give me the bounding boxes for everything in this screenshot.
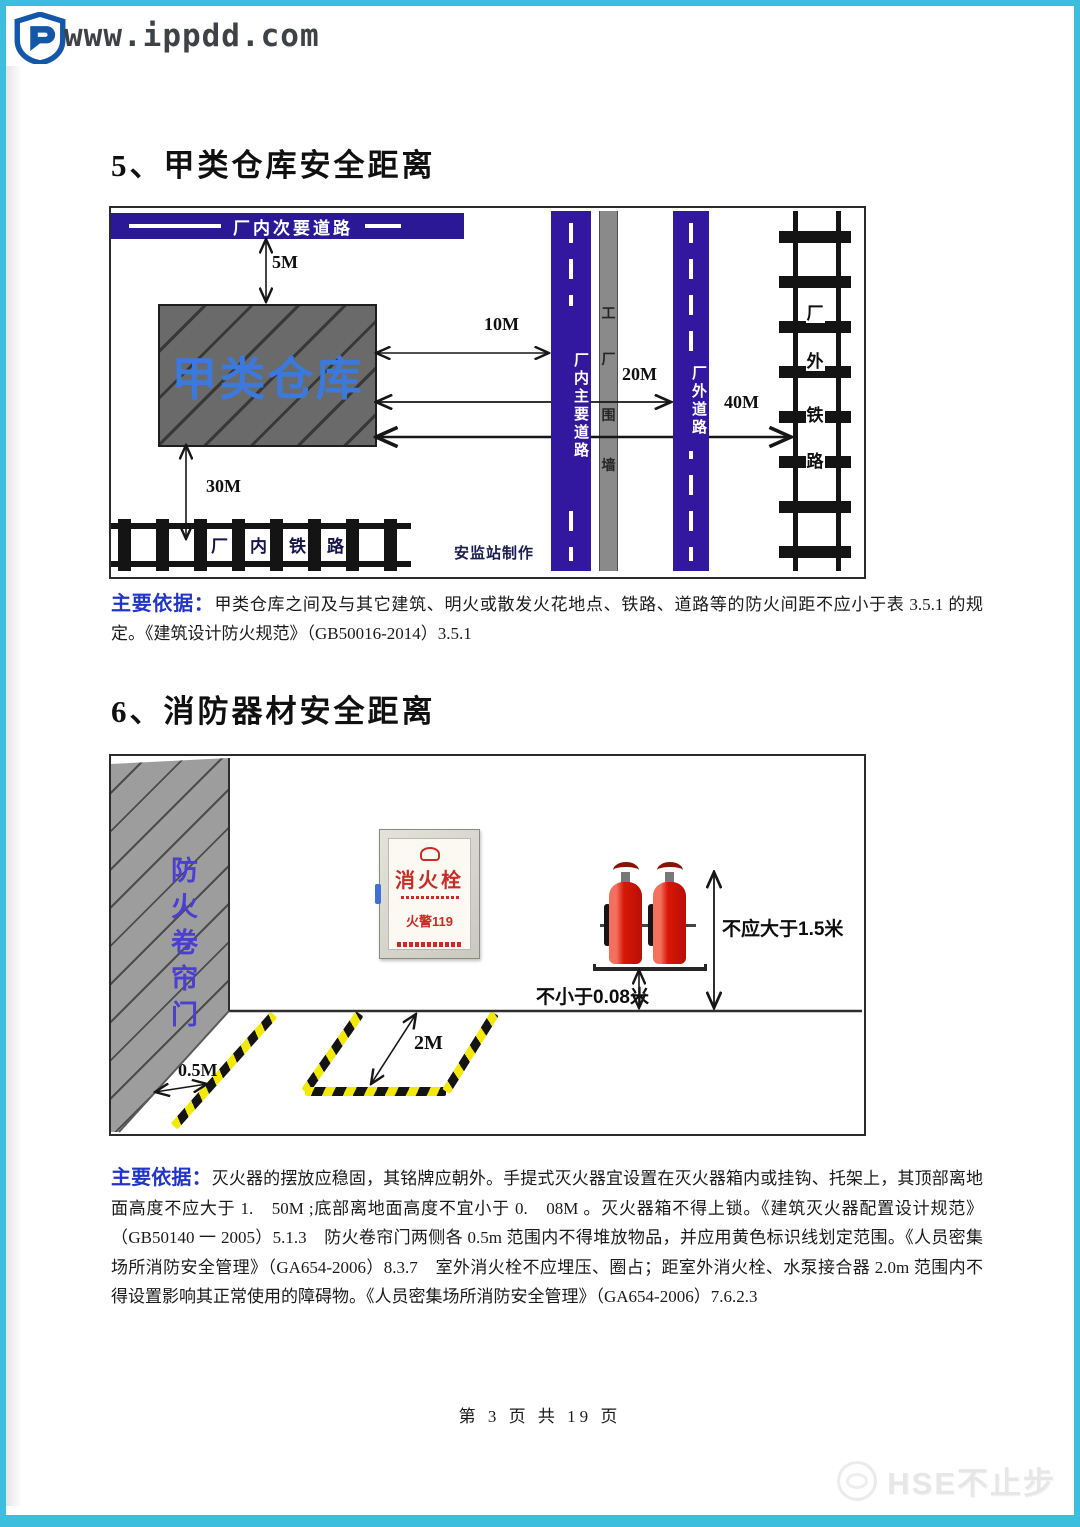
hazard-tape-left — [301, 1011, 364, 1095]
road-outer: 厂外道路 — [673, 211, 709, 571]
dim-40m-label: 40M — [724, 392, 759, 412]
page-edge-shadow — [6, 66, 22, 1506]
rail-char: 内 — [248, 532, 269, 557]
hazard-tape-right — [442, 1011, 499, 1094]
dim-2m-arrow — [371, 1014, 416, 1084]
basis-label: 主要依据： — [111, 1167, 212, 1189]
watermark: HSE不止步 — [837, 1458, 1056, 1503]
road-dash — [129, 224, 221, 228]
extinguisher-body — [653, 882, 686, 964]
hydrant-title: 消火栓 — [395, 870, 464, 892]
extinguisher-valve — [621, 872, 630, 884]
road-outer-label: 厂外道路 — [673, 351, 709, 451]
rail-char: 铁 — [287, 532, 308, 557]
extinguisher-shelf — [593, 964, 707, 971]
rail-char: 路 — [325, 532, 346, 557]
dim-05m-label: 0.5M — [178, 1060, 218, 1080]
road-inner-secondary: 厂内次要道路 — [111, 213, 464, 239]
site-logo-shield-icon — [14, 11, 66, 66]
fire-extinguisher — [604, 860, 644, 970]
wall-char: 墙 — [601, 457, 616, 473]
hydrant-alarm-number: 火警119 — [406, 914, 453, 929]
watermark-logo-icon — [837, 1460, 878, 1501]
cabinet-door: 消火栓 火警119 — [388, 838, 471, 950]
basis-label: 主要依据： — [111, 593, 215, 615]
max-height-label: 不应大于1.5米 — [722, 919, 844, 940]
shield-p-glyph — [30, 26, 56, 51]
diagram-fire-equipment: 防火卷帘门 消火栓 火警119 — [109, 754, 866, 1136]
basis-paragraph-5: 主要依据：甲类仓库之间及与其它建筑、明火或散发火花地点、铁路、道路等的防火间距不… — [111, 590, 983, 648]
wall-char: 工 — [601, 305, 616, 321]
fire-hydrant-cabinet: 消火栓 火警119 — [379, 829, 480, 959]
warehouse-label: 甲类仓库 — [171, 353, 364, 405]
min-height-label: 不小于0.08米 — [536, 987, 649, 1008]
basis-text: 灭火器的摆放应稳固，其铭牌应朝外。手提式灭火器宜设置在灭火器箱内或挂钩、托架上，… — [111, 1169, 984, 1306]
hydrant-fine-print-strip — [396, 942, 463, 947]
watermark-text: HSE不止步 — [887, 1466, 1056, 1501]
basis-paragraph-6: 主要依据：灭火器的摆放应稳固，其铭牌应朝外。手提式灭火器宜设置在灭火器箱内或挂钩… — [111, 1164, 983, 1312]
cabinet-handle — [375, 884, 381, 904]
hydrant-pinyin-strip — [400, 896, 459, 899]
railway-inner: 厂 内 铁 路 — [111, 519, 411, 571]
hazard-tape-bottom — [305, 1087, 446, 1096]
extinguisher-lever — [613, 862, 639, 879]
wall-char: 厂 — [601, 351, 616, 367]
extinguisher-hose — [604, 904, 611, 946]
hydrant-brand-icon — [419, 847, 440, 861]
rail-char: 外 — [805, 352, 825, 371]
factory-wall: 工 厂 围 墙 — [599, 211, 618, 571]
railway-outer: 厂 外 铁 路 — [779, 211, 851, 571]
dim-5m-label: 5M — [272, 252, 298, 272]
diagram-warehouse-distances: 厂内次要道路 厂内主要道路 工 厂 围 墙 厂外道路 厂 外 铁 路 — [109, 206, 866, 579]
basis-text: 甲类仓库之间及与其它建筑、明火或散发火花地点、铁路、道路等的防火间距不应小于表 … — [111, 595, 984, 643]
rolling-shutter-label: 防火卷帘门 — [167, 856, 197, 1036]
dim-10m-label: 10M — [484, 314, 519, 334]
dim-2m-label: 2M — [414, 1032, 443, 1054]
wall-char: 围 — [601, 407, 616, 423]
dim-20m-label: 20M — [622, 364, 657, 384]
extinguisher-hose — [648, 904, 655, 946]
maker-credit: 安监站制作 — [454, 545, 535, 562]
extinguisher-body — [609, 882, 642, 964]
rail-char: 厂 — [209, 532, 230, 557]
section5-title: 5、甲类仓库安全距离 — [111, 148, 436, 183]
road-inner-main: 厂内主要道路 — [551, 211, 591, 571]
rail-char: 厂 — [805, 304, 825, 323]
page-number: 第 3 页 共 19 页 — [458, 1407, 622, 1426]
road-dash — [365, 224, 401, 228]
dim-30m-label: 30M — [206, 476, 241, 496]
road-inner-secondary-label: 厂内次要道路 — [233, 218, 353, 238]
site-url: www.ippdd.com — [64, 18, 320, 54]
rail-char: 铁 — [805, 406, 825, 425]
road-inner-main-label: 厂内主要道路 — [551, 306, 591, 506]
rail-char: 路 — [805, 452, 825, 471]
fire-extinguisher — [648, 860, 688, 970]
warehouse-block: 甲类仓库 — [158, 304, 377, 447]
section6-title: 6、消防器材安全距离 — [111, 694, 436, 729]
extinguisher-valve — [665, 872, 674, 884]
extinguisher-lever — [657, 862, 683, 879]
